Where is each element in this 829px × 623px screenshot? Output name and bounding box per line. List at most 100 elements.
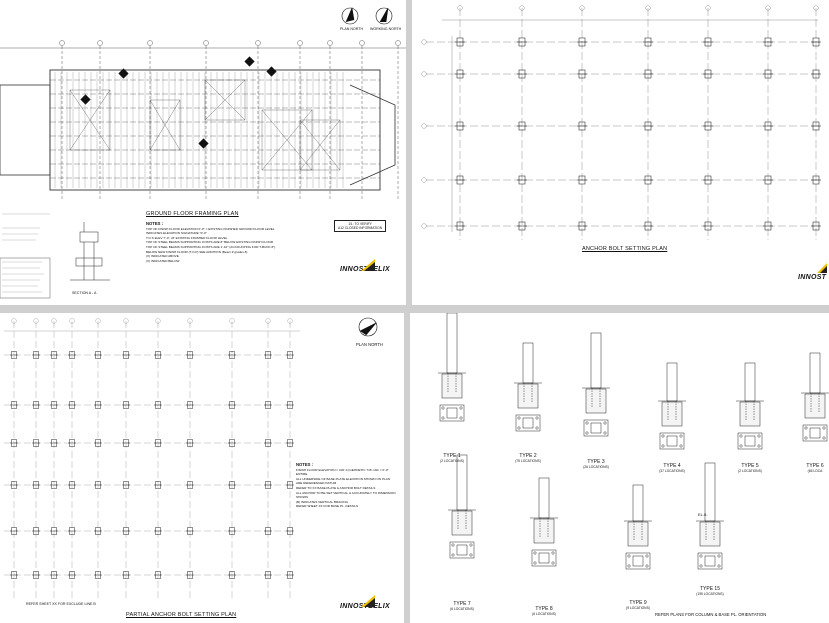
north-arrow-symbol: [358, 317, 378, 337]
anchor-hole: [804, 436, 808, 440]
verification-stamp: 1/1: TO VERIFY A12 CLOSED INFORMATION: [334, 220, 387, 232]
grid-bubble: [519, 5, 525, 11]
base-plate-type-label: TYPE 5(2 LOCATIONS): [726, 463, 774, 473]
section-marker: [244, 56, 255, 67]
type-location-count: (65 LOCA: [807, 469, 823, 473]
anchor-hole: [603, 421, 607, 425]
type-name: TYPE 15: [699, 586, 720, 592]
column-elevation: [809, 352, 821, 394]
base-plate-plan: [583, 419, 609, 437]
note-line: TOP OF FINISH FLOOR ELEVATION 0'-0" = EX…: [146, 226, 275, 231]
stamp-line: 1/1: TO VERIFY: [348, 222, 372, 226]
anchor-hole: [517, 416, 521, 420]
grid-bubble: [579, 5, 585, 11]
sheet-anchor-bolt-setting[interactable]: ANCHOR BOLT SETTING PLAN INNOST: [412, 0, 829, 305]
base-plate-type-label: TYPE 6(65 LOCA: [791, 463, 829, 473]
footing-elevation: [804, 393, 826, 419]
base-plate-type-label: TYPE 3(26 LOCATIONS): [572, 459, 620, 469]
sheet-base-plate-details[interactable]: TYPE 1(2 LOCATIONS)TYPE 2(75 LOCATIONS)T…: [410, 313, 829, 623]
footing-elevation: [627, 521, 649, 547]
grid-bubble: [765, 5, 771, 11]
base-plate-plan: [515, 414, 541, 432]
partial-anchor-drawing: [4, 317, 378, 598]
anchor-hole: [459, 406, 463, 410]
note-line: (B) INDICATES VERTICAL BRACING: [296, 499, 349, 504]
north-arrow-symbols: [341, 6, 393, 25]
anchor-hole: [717, 564, 721, 568]
type-location-count: (37 LOCATIONS): [659, 469, 685, 473]
type-location-count: (2 LOCATIONS): [440, 459, 464, 463]
brand-wordmark: INNOST: [798, 274, 827, 281]
anchor-hole: [739, 444, 743, 448]
grid-bubble: [705, 5, 711, 11]
base-plate-plan: [439, 404, 465, 422]
column-elevation: [632, 484, 644, 522]
footing-elevation: [585, 388, 607, 414]
grid-bubble: [297, 40, 303, 46]
anchor-hole: [699, 564, 703, 568]
note-line: ALL UNDERSIDE OF BASE PLATE ELEVATION SH…: [296, 476, 391, 481]
type-location-count: (6 LOCATIONS): [450, 607, 474, 611]
grid-bubble: [69, 318, 75, 324]
anchor-hole: [661, 444, 665, 448]
type-location-count: (2 LOCATIONS): [738, 469, 762, 473]
grid-bubble: [287, 318, 293, 324]
anchor-hole: [451, 543, 455, 547]
grid-bubble: [395, 40, 401, 46]
anchor-hole: [627, 554, 631, 558]
note-line: TOP OF STEEL BEAMS SUPPORTING JOISTS ARE…: [146, 240, 274, 245]
anchor-hole: [717, 554, 721, 558]
grid-bubble: [11, 318, 17, 324]
footing-elevation: [441, 373, 463, 399]
type-name: TYPE 4: [663, 463, 681, 469]
elevation-label: EL.0-: [698, 512, 708, 517]
plan-north-label: PLAN NORTH: [356, 342, 383, 347]
section-marker: [80, 94, 91, 105]
base-plate-type-label: TYPE 1(2 LOCATIONS): [428, 453, 476, 463]
anchor-hole: [441, 406, 445, 410]
ground-floor-drawing: [0, 6, 406, 299]
anchor-hole: [551, 551, 555, 555]
grid-bubble: [59, 40, 65, 46]
anchor-hole: [757, 444, 761, 448]
anchor-hole: [517, 426, 521, 430]
note-line: ALL ANCHOR TO BE SET VERTICAL & ACCURATE…: [296, 490, 396, 500]
grid-bubble: [457, 5, 463, 11]
section-marker: [198, 138, 209, 149]
footing-elevation: [739, 401, 761, 427]
footing-elevation: [451, 510, 473, 536]
grid-bubble: [421, 177, 427, 183]
note-line: BELOW NEW FINISH FLOOR (T.O.P) SEE ADDIT…: [146, 249, 248, 254]
base-plate-type-label: TYPE 9(9 LOCATIONS): [614, 600, 662, 610]
anchor-bolt-drawing: [421, 5, 822, 240]
type-location-count: (195 LOCATIONS): [696, 592, 724, 596]
grid-bubble: [147, 40, 153, 46]
anchor-hole: [804, 426, 808, 430]
grid-bubble: [255, 40, 261, 46]
type-name: TYPE 6: [806, 463, 824, 469]
base-plate-type-label: TYPE 4(37 LOCATIONS): [648, 463, 696, 473]
grid-bubble: [645, 5, 651, 11]
anchor-hole: [679, 444, 683, 448]
base-plate-plan: [625, 552, 651, 570]
orientation-footer-note: REFER PLANS FOR COLUMN & BASE PL. ORIENT…: [655, 612, 767, 617]
section-a-a-label: SECTION A - A: [72, 291, 97, 295]
notes-heading: NOTES :: [296, 462, 313, 467]
ground-floor-notes: NOTES : TOP OF FINISH FLOOR ELEVATION 0'…: [146, 221, 326, 263]
base-plate-plan: [802, 424, 828, 442]
grid-bubble: [97, 40, 103, 46]
type-name: TYPE 1: [443, 453, 461, 459]
grid-bubble: [51, 318, 57, 324]
type-name: TYPE 9: [629, 600, 647, 606]
anchor-hole: [585, 421, 589, 425]
grid-bubble: [33, 318, 39, 324]
section-marker: [118, 68, 129, 79]
anchor-hole: [679, 434, 683, 438]
anchor-hole: [469, 543, 473, 547]
sheet-partial-anchor-bolt[interactable]: PLAN NORTH NOTES : FINISH FLOOR ELEVATIO…: [0, 313, 404, 623]
footing-elevation: [517, 383, 539, 409]
note-line: (X) INDICATED ABOVE: [146, 254, 179, 259]
sheet-ground-floor-framing[interactable]: PLAN NORTH WORKING NORTH GROUND FLOOR FR…: [0, 0, 406, 305]
grid-bubble: [95, 318, 101, 324]
anchor-hole: [441, 416, 445, 420]
